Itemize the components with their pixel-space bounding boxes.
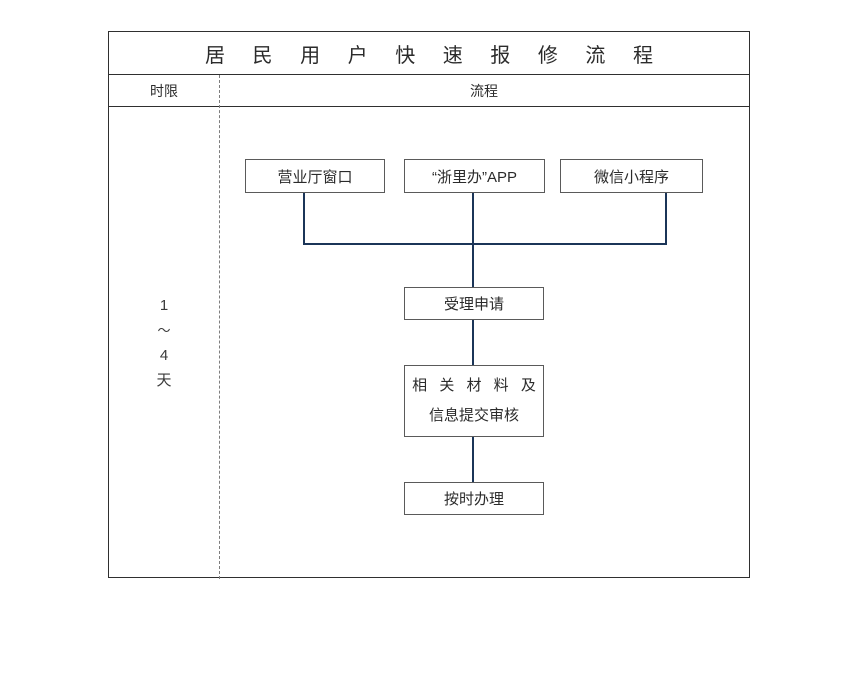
connector-to-accept [472, 243, 474, 287]
connector-wechat-down [665, 193, 667, 245]
connector-merge-bar [303, 243, 667, 245]
column-header-flow: 流程 [470, 82, 498, 99]
node-wechat-miniprogram: 微信小程序 [560, 159, 703, 193]
duration-to: 4 [159, 347, 169, 364]
duration-tilde: ～ [157, 323, 171, 338]
duration-cell: 1 ～ 4 天 [109, 107, 219, 579]
column-divider [219, 75, 220, 579]
table-title-row: 居 民 用 户 快 速 报 修 流 程 [109, 32, 749, 75]
node-process-on-time: 按时办理 [404, 482, 544, 515]
node-business-hall-window: 营业厅窗口 [245, 159, 385, 193]
node-material-review-line2: 信息提交审核 [428, 407, 519, 424]
node-accept-application: 受理申请 [404, 287, 544, 320]
connector-to-handle [472, 437, 474, 482]
table-subheader-row: 时限 流程 [109, 75, 749, 107]
node-zhelibao-app: “浙里办”APP [404, 159, 545, 193]
connector-app-down [472, 193, 474, 245]
node-material-review-line1: 相 关 材 料 及 [412, 377, 540, 394]
flowchart-body: 1 ～ 4 天 [109, 107, 749, 579]
duration-from: 1 [159, 297, 169, 314]
page-title: 居 民 用 户 快 速 报 修 流 程 [204, 44, 664, 67]
connector-to-review [472, 320, 474, 365]
node-material-review: 相 关 材 料 及 信息提交审核 [404, 365, 544, 437]
connector-hall-down [303, 193, 305, 245]
column-header-time-limit: 时限 [150, 82, 178, 99]
duration-unit: 天 [156, 372, 172, 389]
